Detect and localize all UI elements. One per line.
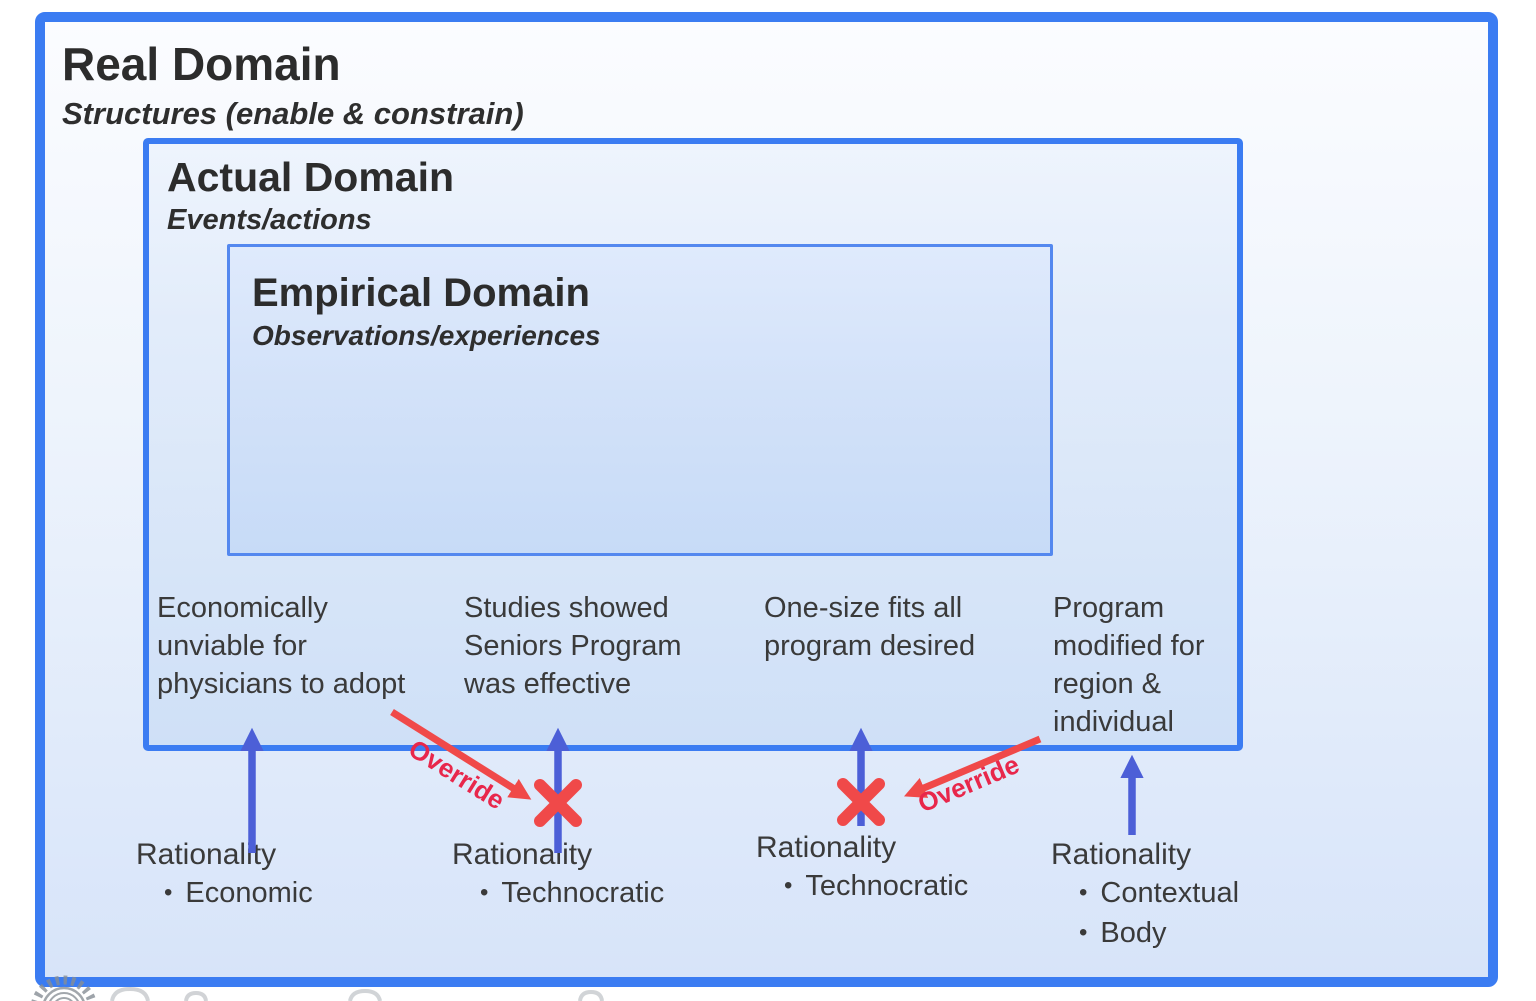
empirical-domain-box bbox=[227, 244, 1053, 556]
rationality-items: Technocratic bbox=[452, 874, 664, 914]
rationality-label: Rationality bbox=[452, 838, 593, 871]
event-economically-unviable: Economically unviable for physicians to … bbox=[157, 592, 406, 700]
rationality-label: Rationality bbox=[136, 838, 277, 871]
event-program-modified: Program modified for region & individual bbox=[1053, 592, 1205, 738]
rationality-group-contextual-body: Rationality Contextual Body bbox=[1051, 836, 1239, 954]
rationality-item: Contextual bbox=[1079, 874, 1239, 914]
empirical-domain-title: Empirical Domain bbox=[252, 271, 590, 315]
rationality-item: Technocratic bbox=[480, 874, 664, 914]
empirical-domain-subtitle: Observations/experiences bbox=[252, 320, 601, 351]
watermark-letters bbox=[110, 986, 604, 1001]
rationality-item: Economic bbox=[164, 874, 312, 914]
actual-domain-title: Actual Domain bbox=[167, 154, 455, 200]
rationality-items: Economic bbox=[136, 874, 312, 914]
event-studies-showed: Studies showed Seniors Program was effec… bbox=[464, 592, 682, 700]
real-domain-title: Real Domain bbox=[62, 38, 341, 90]
rationality-group-technocratic-2: Rationality Technocratic bbox=[756, 829, 968, 907]
rationality-item: Technocratic bbox=[784, 867, 968, 907]
rationality-items: Contextual Body bbox=[1051, 874, 1239, 954]
rationality-label: Rationality bbox=[1051, 838, 1192, 871]
real-domain-subtitle: Structures (enable & constrain) bbox=[62, 96, 524, 131]
rationality-group-technocratic-1: Rationality Technocratic bbox=[452, 836, 664, 914]
rationality-items: Technocratic bbox=[756, 867, 968, 907]
event-one-size-fits-all: One-size fits all program desired bbox=[764, 592, 976, 662]
rationality-item: Body bbox=[1079, 914, 1239, 954]
rationality-group-economic: Rationality Economic bbox=[136, 836, 313, 914]
actual-domain-subtitle: Events/actions bbox=[167, 204, 372, 236]
rationality-label: Rationality bbox=[756, 831, 897, 864]
